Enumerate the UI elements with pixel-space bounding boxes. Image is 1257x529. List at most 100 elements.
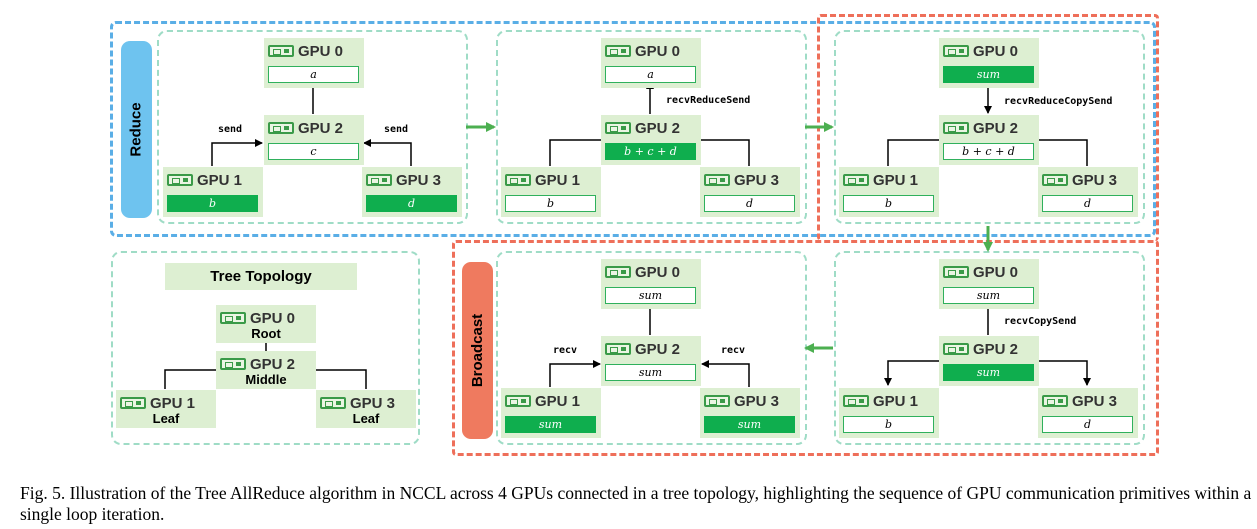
b1-gpu2-value: sum xyxy=(943,364,1034,381)
b2-gpu3-node: GPU 3 sum xyxy=(700,388,800,438)
b1-gpu2-node: GPU 2 sum xyxy=(939,336,1039,386)
b1-gpu3-header: GPU 3 xyxy=(1042,390,1117,412)
gpu-card-icon xyxy=(704,174,730,186)
r2-gpu1-value: b xyxy=(505,195,596,212)
r3-gpu1-node: GPU 1 b xyxy=(839,167,939,217)
r3-gpu3-value: d xyxy=(1042,195,1133,212)
gpu-label: GPU 1 xyxy=(535,392,581,410)
topo-leaf3-label: Leaf xyxy=(352,411,380,426)
gpu-label: GPU 3 xyxy=(1072,392,1118,410)
r2-gpu2-node: GPU 2 b + c + d xyxy=(601,115,701,165)
topo-gpu2-header: GPU 2 xyxy=(220,353,295,375)
topo-root-label: Root xyxy=(251,326,281,341)
r2-edge-g1-g2 xyxy=(549,139,602,166)
reduce-phase-border xyxy=(110,21,1156,237)
gpu-card-icon xyxy=(505,174,531,186)
r1-arrow-g1-to-g2 xyxy=(211,139,263,166)
topo-gpu0-node: GPU 0 Root xyxy=(216,305,316,343)
b2-arrow-g1-to-g2 xyxy=(549,360,601,387)
b1-gpu3-node: GPU 3 d xyxy=(1038,388,1138,438)
gpu-label: GPU 0 xyxy=(973,263,1019,281)
gpu-card-icon xyxy=(943,45,969,57)
b2-recv-label-left: recv xyxy=(553,345,578,356)
gpu-card-icon xyxy=(220,312,246,324)
gpu-card-icon xyxy=(704,395,730,407)
gpu-card-icon xyxy=(1042,174,1068,186)
r3-edge-g1-g2 xyxy=(887,139,940,166)
r2-gpu3-value: d xyxy=(704,195,795,212)
r2-gpu1-header: GPU 1 xyxy=(505,169,580,191)
gpu-label: GPU 1 xyxy=(873,171,919,189)
r3-gpu1-header: GPU 1 xyxy=(843,169,918,191)
topo-gpu3-node: GPU 3 Leaf xyxy=(316,390,416,428)
b1-gpu3-value: d xyxy=(1042,416,1133,433)
topo-edge-g1-g2 xyxy=(164,369,217,389)
r2-recvReduceSend-label: recvReduceSend xyxy=(666,95,751,106)
b1-recvCopySend-label: recvCopySend xyxy=(1004,316,1077,327)
r2-gpu3-header: GPU 3 xyxy=(704,169,779,191)
r3-gpu0-node: GPU 0 sum xyxy=(939,38,1039,88)
b2-gpu3-value: sum xyxy=(704,416,795,433)
b2-gpu1-node: GPU 1 sum xyxy=(501,388,601,438)
r3-gpu0-value: sum xyxy=(943,66,1034,83)
b1-gpu1-header: GPU 1 xyxy=(843,390,918,412)
b2-gpu1-value: sum xyxy=(505,416,596,433)
gpu-label: GPU 0 xyxy=(635,42,681,60)
gpu-label: GPU 3 xyxy=(1072,171,1118,189)
gpu-card-icon xyxy=(366,174,392,186)
r2-gpu2-header: GPU 2 xyxy=(605,117,680,139)
r3-gpu2-value: b + c + d xyxy=(943,143,1034,160)
gpu-card-icon xyxy=(605,266,631,278)
gpu-label: GPU 2 xyxy=(250,355,296,373)
r3-gpu2-header: GPU 2 xyxy=(943,117,1018,139)
gpu-label: GPU 2 xyxy=(635,119,681,137)
r2-gpu0-node: GPU 0 a xyxy=(601,38,701,88)
gpu-label: GPU 1 xyxy=(873,392,919,410)
r2-gpu3-node: GPU 3 d xyxy=(700,167,800,217)
b2-gpu2-node: GPU 2 sum xyxy=(601,336,701,386)
b1-gpu0-node: GPU 0 sum xyxy=(939,259,1039,309)
r1-gpu3-node: GPU 3 d xyxy=(362,167,462,217)
r1-gpu0-node: GPU 0 a xyxy=(264,38,364,88)
b1-gpu0-value: sum xyxy=(943,287,1034,304)
b1-arrow-g2-to-g1 xyxy=(884,360,940,386)
r1-gpu2-node: GPU 2 c xyxy=(264,115,364,165)
b1-gpu2-header: GPU 2 xyxy=(943,338,1018,360)
gpu-card-icon xyxy=(167,174,193,186)
broadcast-label: Broadcast xyxy=(462,262,493,439)
topo-gpu0-header: GPU 0 xyxy=(220,307,295,329)
topo-gpu1-node: GPU 1 Leaf xyxy=(116,390,216,428)
gpu-card-icon xyxy=(268,122,294,134)
r1-send-label-right: send xyxy=(384,124,409,135)
gpu-card-icon xyxy=(120,397,146,409)
b1-gpu1-value: b xyxy=(843,416,934,433)
gpu-card-icon xyxy=(943,343,969,355)
gpu-card-icon xyxy=(843,174,869,186)
broadcast-phase-border-lower xyxy=(452,240,1159,456)
b2-gpu1-header: GPU 1 xyxy=(505,390,580,412)
r1-gpu2-header: GPU 2 xyxy=(268,117,343,139)
gpu-label: GPU 3 xyxy=(350,394,396,412)
figure-caption: Fig. 5. Illustration of the Tree AllRedu… xyxy=(20,483,1252,524)
gpu-card-icon xyxy=(505,395,531,407)
gpu-card-icon xyxy=(1042,395,1068,407)
b2-gpu0-header: GPU 0 xyxy=(605,261,680,283)
topo-leaf1-label: Leaf xyxy=(152,411,180,426)
b2-gpu2-value: sum xyxy=(605,364,696,381)
b1-gpu1-node: GPU 1 b xyxy=(839,388,939,438)
gpu-label: GPU 2 xyxy=(973,119,1019,137)
gpu-card-icon xyxy=(605,343,631,355)
b1-arrow-g2-to-g3 xyxy=(1038,360,1091,386)
r2-gpu1-node: GPU 1 b xyxy=(501,167,601,217)
gpu-label: GPU 0 xyxy=(250,309,296,327)
gpu-label: GPU 0 xyxy=(973,42,1019,60)
gpu-label: GPU 3 xyxy=(396,171,442,189)
gpu-label: GPU 2 xyxy=(973,340,1019,358)
topo-gpu3-header: GPU 3 xyxy=(320,392,395,414)
r1-gpu3-header: GPU 3 xyxy=(366,169,441,191)
gpu-label: GPU 1 xyxy=(150,394,196,412)
r3-edge-g3-g2 xyxy=(1038,139,1088,166)
gpu-card-icon xyxy=(943,122,969,134)
gpu-card-icon xyxy=(220,358,246,370)
r1-send-label-left: send xyxy=(218,124,243,135)
